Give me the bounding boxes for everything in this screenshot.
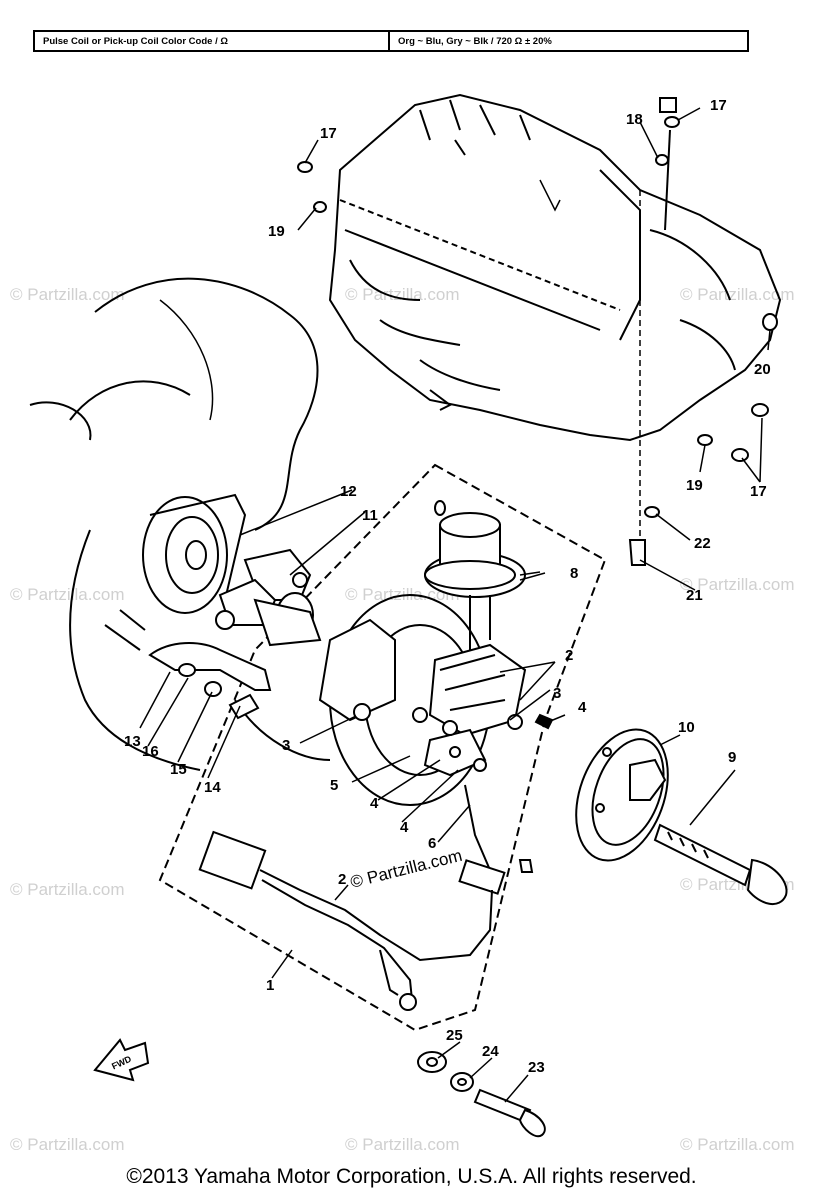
base-plate-fasteners — [417, 1051, 546, 1138]
stator-plate — [318, 594, 554, 895]
callout-18: 18 — [626, 111, 643, 128]
callout-21: 21 — [686, 587, 703, 604]
callout-3: 3 — [282, 737, 290, 754]
callout-4: 4 — [400, 819, 409, 836]
copyright-notice: ©2013 Yamaha Motor Corporation, U.S.A. A… — [126, 1165, 697, 1188]
callout-23: 23 — [528, 1059, 545, 1076]
watermark-text: © Partzilla.com — [345, 285, 460, 304]
watermark-text: © Partzilla.com — [680, 1135, 795, 1154]
callout-15: 15 — [170, 761, 187, 778]
callout-20: 20 — [754, 361, 771, 378]
advance-mechanism — [104, 548, 322, 720]
callout-19: 19 — [268, 223, 285, 240]
callout-17: 17 — [710, 97, 727, 114]
watermark-layer: © Partzilla.com © Partzilla.com © Partzi… — [10, 285, 795, 1154]
wiring-harness — [198, 830, 493, 1011]
leader-lines — [139, 107, 771, 1103]
watermark-text: © Partzilla.com — [10, 1135, 125, 1154]
callout-17: 17 — [320, 125, 337, 142]
watermark-text: © Partzilla.com — [10, 285, 125, 304]
callout-14: 14 — [204, 779, 221, 796]
callout-2: 2 — [338, 871, 346, 888]
callout-22: 22 — [694, 535, 711, 552]
callout-labels: 1 2 2 3 3 4 4 4 5 6 8 9 10 11 12 13 14 1… — [124, 97, 771, 1076]
cylinder-fasteners — [297, 97, 778, 566]
callout-11: 11 — [362, 507, 378, 524]
callout-24: 24 — [482, 1043, 499, 1060]
callout-10: 10 — [678, 719, 695, 736]
watermark-text: © Partzilla.com — [345, 1135, 460, 1154]
callout-17: 17 — [750, 483, 767, 500]
callout-1: 1 — [266, 977, 274, 994]
rotor — [575, 728, 669, 862]
callout-12: 12 — [340, 483, 357, 500]
front-direction-arrow: FWD — [93, 1038, 150, 1082]
crank-end-cover — [142, 493, 247, 614]
vacuum-advance-unit — [424, 500, 526, 650]
callout-4: 4 — [578, 699, 587, 716]
watermark-text: © Partzilla.com — [680, 575, 795, 594]
watermark-text: © Partzilla.com — [680, 285, 795, 304]
callout-8: 8 — [570, 565, 578, 582]
callout-19: 19 — [686, 477, 703, 494]
callout-2: 2 — [565, 647, 573, 664]
callout-25: 25 — [446, 1027, 463, 1044]
watermark-text: © Partzilla.com — [348, 846, 464, 892]
callout-3: 3 — [553, 685, 561, 702]
pulse-coil-spec-table: Pulse Coil or Pick-up Coil Color Code / … — [33, 30, 749, 52]
callout-4: 4 — [370, 795, 379, 812]
watermark-text: © Partzilla.com — [10, 880, 125, 899]
crankcase-outline — [29, 277, 331, 771]
cylinder-block — [328, 93, 782, 560]
callout-16: 16 — [142, 743, 159, 760]
callout-6: 6 — [428, 835, 436, 852]
rotor-bolt — [653, 823, 788, 905]
callout-5: 5 — [330, 777, 338, 794]
watermark-text: © Partzilla.com — [10, 585, 125, 604]
spec-value: Org ~ Blu, Gry ~ Blk / 720 Ω ± 20% — [398, 35, 552, 47]
callout-9: 9 — [728, 749, 736, 766]
callout-13: 13 — [124, 733, 141, 750]
spec-label: Pulse Coil or Pick-up Coil Color Code / … — [35, 32, 390, 50]
